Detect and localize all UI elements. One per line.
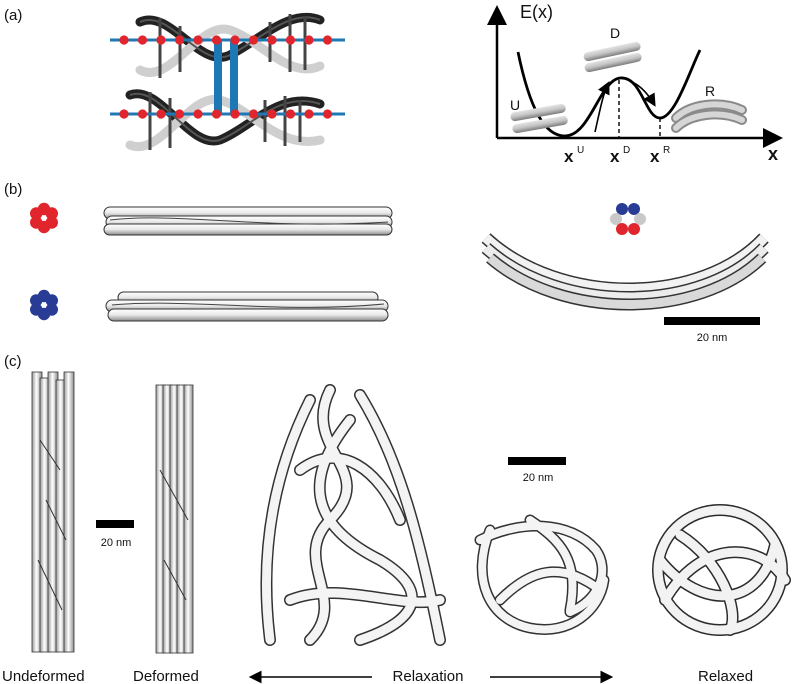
axis-node: [304, 109, 314, 119]
svg-text:D: D: [623, 145, 630, 156]
scale-bar-c-left: [96, 520, 134, 528]
label-relaxed: Relaxed: [698, 668, 753, 684]
x-axis-label: x: [768, 144, 778, 164]
state-label-d: D: [610, 25, 620, 41]
cross-section-blue-hexagon: [30, 289, 58, 321]
dna-duplex-illustration: [110, 12, 345, 152]
crossover-connector-2: [230, 40, 238, 114]
axis-node: [156, 109, 166, 119]
axis-node: [174, 35, 185, 45]
axis-node: [285, 35, 296, 45]
helix-cross-section: [30, 216, 43, 229]
dna-helix-bottom: [125, 89, 325, 152]
axis-node: [119, 109, 129, 119]
panel-label-a: (a): [4, 7, 22, 24]
panel-label-c: (c): [4, 353, 22, 370]
helix-cross-section: [616, 223, 628, 235]
helix-cross-section: [628, 223, 640, 235]
relaxation-arrow: [631, 81, 656, 107]
panel-label-b: (b): [4, 181, 22, 198]
cross-section-red-hexagon: [30, 202, 58, 234]
relaxed-structure: [652, 504, 791, 636]
relaxed-rod-pair: [671, 99, 747, 133]
svg-text:x: x: [650, 147, 660, 166]
relaxation-intermediate-compact: [474, 514, 610, 635]
label-deformed: Deformed: [133, 668, 199, 684]
scale-bar-c-right: [508, 457, 566, 465]
axis-node: [193, 35, 203, 45]
axis-node: [322, 109, 333, 119]
axis-node: [211, 109, 222, 119]
axis-node: [248, 109, 259, 119]
axis-node: [230, 109, 240, 119]
axis-node: [174, 109, 185, 119]
axis-node: [267, 35, 277, 45]
tick-label-xd: x D: [610, 145, 630, 166]
svg-text:x: x: [564, 147, 574, 166]
cross-section-mixed-square: [610, 203, 646, 235]
relaxation-intermediate-tall: [260, 384, 446, 646]
energy-axis-label: E(x): [520, 2, 553, 22]
axis-nodes: [119, 35, 333, 119]
deformed-bundle: [155, 384, 194, 654]
helix-cross-section: [628, 203, 640, 215]
axis-node: [267, 109, 277, 119]
axis-node: [193, 109, 203, 119]
axis-node: [285, 109, 296, 119]
svg-text:U: U: [577, 145, 584, 156]
svg-text:R: R: [663, 145, 670, 156]
label-undeformed: Undeformed: [2, 668, 85, 684]
deformed-rod-pair: [583, 41, 642, 73]
axis-node: [304, 35, 314, 45]
label-relaxation: Relaxation: [393, 668, 464, 684]
crossover-connector-1: [214, 40, 222, 114]
straight-bundle-top: [103, 206, 393, 236]
state-label-r: R: [705, 83, 715, 99]
energy-landscape-plot: E(x) x U D R x U: [487, 2, 783, 166]
axis-node: [137, 109, 148, 119]
axis-node: [211, 35, 222, 45]
svg-text:x: x: [610, 147, 620, 166]
state-label-u: U: [510, 97, 520, 113]
axis-node: [322, 35, 333, 45]
axis-node: [119, 35, 129, 45]
undeformed-bundle: [31, 371, 75, 653]
helix-cross-section: [45, 207, 58, 220]
straight-bundle-bottom: [105, 291, 389, 322]
scale-bar-c-right-label: 20 nm: [523, 472, 554, 484]
scale-bar-c-left-label: 20 nm: [101, 537, 132, 549]
axis-node: [137, 35, 148, 45]
axis-node: [230, 35, 240, 45]
helix-cross-section: [616, 203, 628, 215]
undeformed-rod-pair: [510, 103, 568, 134]
tick-label-xr: x R: [650, 145, 670, 166]
axis-node: [156, 35, 166, 45]
helix-cross-section: [634, 213, 646, 225]
helix-cross-section: [45, 294, 58, 307]
axis-node: [248, 35, 259, 45]
helix-cross-section: [30, 303, 43, 316]
deformation-arrow: [594, 81, 610, 133]
curved-bundle: [481, 233, 769, 311]
tick-label-xu: x U: [564, 145, 584, 166]
helix-cross-section: [610, 213, 622, 225]
scale-bar-b: [664, 317, 760, 325]
scale-bar-b-label: 20 nm: [697, 332, 728, 344]
